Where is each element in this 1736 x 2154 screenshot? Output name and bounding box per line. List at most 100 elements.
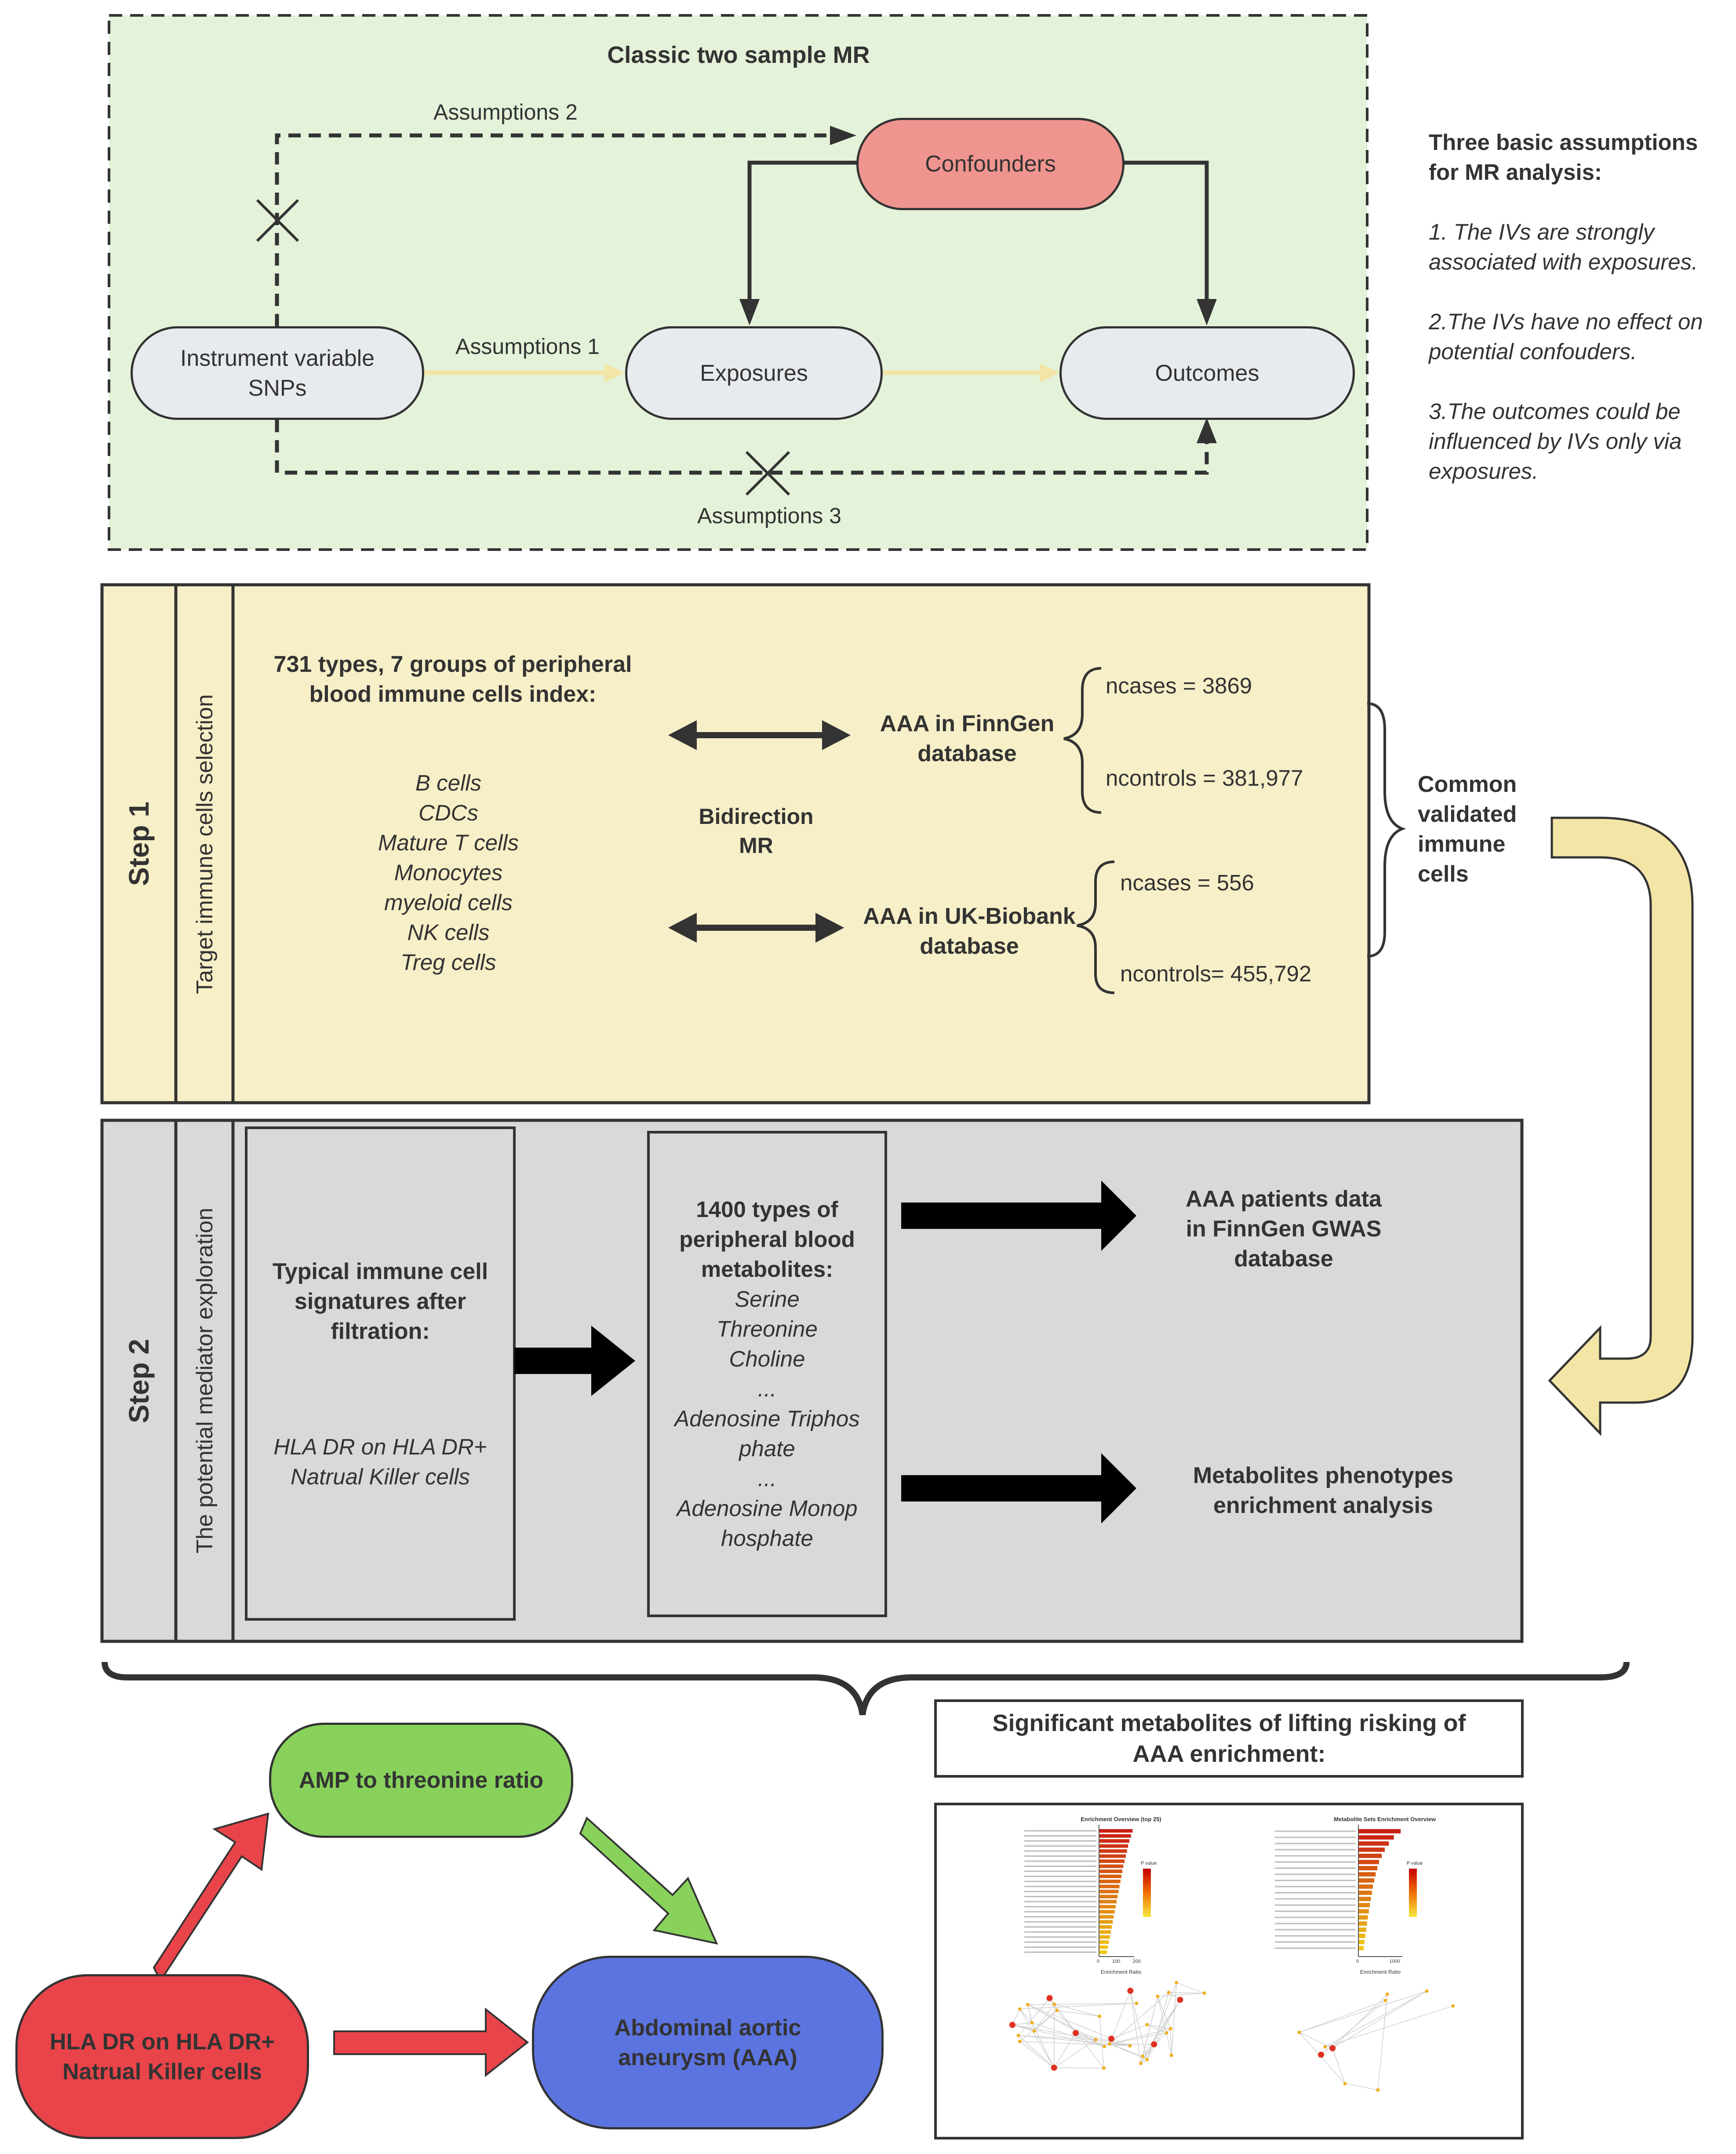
metabolites-list: Serine Threonine Choline ... Adenosine T… bbox=[674, 1284, 859, 1553]
network-node bbox=[1046, 1995, 1053, 2001]
thumbnail-bar bbox=[1358, 1897, 1371, 1901]
thumbnail-bar bbox=[1358, 1841, 1389, 1846]
tick-label: 1000 bbox=[1389, 1959, 1400, 1964]
metabolites-heading: 1400 types of peripheral blood metabolit… bbox=[679, 1195, 855, 1284]
bidirection-line2: MR bbox=[739, 833, 773, 858]
thumbnail-bar bbox=[1099, 1910, 1115, 1914]
outcomes-node: Outcomes bbox=[1059, 326, 1355, 420]
thumbnail-bar bbox=[1099, 1915, 1114, 1919]
assumption1-label: Assumptions 1 bbox=[455, 334, 600, 359]
metabolite-item: Adenosine Triphos bbox=[674, 1406, 860, 1431]
thumbnail-left-axis-label: Enrichment Ratio bbox=[1100, 1969, 1142, 1975]
thumbnail-bar bbox=[1099, 1839, 1130, 1843]
ukb-label: AAA in UK-Biobank database bbox=[851, 900, 1088, 962]
network-edge bbox=[1111, 2024, 1147, 2039]
ukb-line1: AAA in UK-Biobank bbox=[863, 904, 1076, 929]
network-edge bbox=[1142, 1996, 1158, 2056]
thumbnail-right-title: Metabolite Sets Enrichment Overview bbox=[1334, 1816, 1436, 1822]
network-node bbox=[1165, 2031, 1168, 2035]
thumbnail-left-bars bbox=[1024, 1829, 1133, 1954]
network-edge bbox=[1377, 1994, 1388, 2090]
network-node bbox=[1055, 2008, 1059, 2012]
network-node bbox=[1175, 1981, 1179, 1985]
network-edge bbox=[1299, 1990, 1427, 2033]
metabolites-heading-line1: 1400 types of bbox=[696, 1197, 838, 1222]
network-node bbox=[1032, 2029, 1036, 2033]
aaa-line2: aneurysm (AAA) bbox=[618, 2045, 797, 2070]
network-node bbox=[1018, 2007, 1022, 2011]
x-mark-assumption2 bbox=[256, 199, 299, 242]
enrichment-title-box bbox=[934, 1699, 1524, 1778]
common-line2: validated bbox=[1418, 802, 1517, 827]
network-node bbox=[1383, 1998, 1387, 2002]
thumbnail-bar bbox=[1358, 1829, 1401, 1833]
finngen-gwas-line1: AAA patients data bbox=[1186, 1186, 1382, 1212]
thumbnail-bar bbox=[1099, 1925, 1112, 1929]
brace-ukb bbox=[1077, 860, 1115, 994]
network-node bbox=[1051, 2064, 1057, 2071]
signature-cell-line1: HLA DR on HLA DR+ bbox=[273, 1434, 487, 1459]
nk-cells-line2: Natrual Killer cells bbox=[62, 2059, 262, 2085]
thumbnail-bar bbox=[1358, 1835, 1394, 1840]
network-node bbox=[1297, 2030, 1301, 2034]
finngen-gwas-label: AAA patients data in FinnGen GWAS databa… bbox=[1143, 1183, 1424, 1275]
network-node bbox=[1451, 2004, 1455, 2008]
cell-item: myeloid cells bbox=[384, 890, 513, 915]
thumbnail-bar bbox=[1099, 1870, 1123, 1873]
exposures-node: Exposures bbox=[625, 326, 883, 420]
network-edge bbox=[1099, 2016, 1104, 2068]
finngen-line1: AAA in FinnGen bbox=[880, 711, 1055, 736]
outcomes-label: Outcomes bbox=[1155, 360, 1259, 386]
network-edge bbox=[1109, 1990, 1131, 2044]
network-edge bbox=[1110, 2043, 1154, 2045]
aaa-line1: Abdominal aortic bbox=[614, 2015, 801, 2041]
common-validated-label: Common validated immune cells bbox=[1418, 769, 1550, 897]
enrichment-line2: enrichment analysis bbox=[1213, 1493, 1433, 1518]
network-node bbox=[1177, 1997, 1183, 2003]
thumbnail-bar bbox=[1099, 1859, 1125, 1863]
network-edge bbox=[1019, 2041, 1055, 2068]
network-node bbox=[1108, 2042, 1112, 2046]
assumption-item-1-line1: 1. The IVs are strongly bbox=[1429, 219, 1655, 244]
network-node bbox=[1108, 2035, 1115, 2042]
network-edge bbox=[1146, 1999, 1181, 2060]
thumbnail-right-ticks: 0 1000 bbox=[1356, 1959, 1400, 1966]
thumbnail-bar bbox=[1099, 1884, 1120, 1888]
signature-heading-line2: signatures after bbox=[294, 1289, 466, 1314]
iv-node: Instrument variable SNPs bbox=[131, 326, 424, 420]
thumbnail-bar bbox=[1358, 1946, 1364, 1950]
network-edge bbox=[1146, 1982, 1177, 2060]
network-node bbox=[1052, 2002, 1056, 2006]
network-node bbox=[1168, 2027, 1172, 2031]
network-edge bbox=[1034, 2004, 1055, 2031]
network-edge bbox=[1109, 1992, 1169, 2045]
arrowhead-exposures-to-outcomes bbox=[1040, 363, 1059, 383]
arrowhead-iv-to-exposures bbox=[604, 363, 624, 383]
network-edge bbox=[1056, 2010, 1076, 2034]
network-edge bbox=[1109, 2043, 1143, 2057]
section1-frame bbox=[108, 14, 1368, 551]
thumbnail-bar bbox=[1358, 1872, 1376, 1877]
network-edge bbox=[1032, 2022, 1105, 2047]
step2-label: Step 2 bbox=[123, 1338, 155, 1424]
assumption3-label: Assumptions 3 bbox=[697, 503, 841, 528]
arrow-amp-to-aaa bbox=[579, 1816, 718, 1945]
assumption-item-2: 2.The IVs have no effect on potential co… bbox=[1429, 307, 1732, 367]
assumptions-heading-line1: Three basic assumptions bbox=[1429, 130, 1698, 155]
thumbnail-right-legend-label: P value bbox=[1407, 1861, 1423, 1866]
confounders-label: Confounders bbox=[925, 151, 1056, 177]
network-node bbox=[1202, 1991, 1206, 1995]
cell-item: Treg cells bbox=[400, 950, 496, 975]
thumbnail-bar bbox=[1358, 1915, 1368, 1920]
thumbnail-right-bars bbox=[1275, 1829, 1401, 1950]
common-line1: Common bbox=[1418, 772, 1517, 797]
thumbnail-bar bbox=[1099, 1874, 1121, 1878]
immune-cells-heading-line2: blood immune cells index: bbox=[309, 682, 597, 707]
network-node bbox=[1073, 2030, 1079, 2036]
thumbnail-bar bbox=[1099, 1834, 1131, 1838]
thumbnail-bar bbox=[1099, 1854, 1126, 1858]
cell-item: Monocytes bbox=[394, 860, 503, 885]
network-edge bbox=[1170, 2029, 1172, 2056]
network-edge bbox=[1019, 2008, 1033, 2023]
arrowhead-confounders-to-exposures bbox=[739, 299, 760, 325]
